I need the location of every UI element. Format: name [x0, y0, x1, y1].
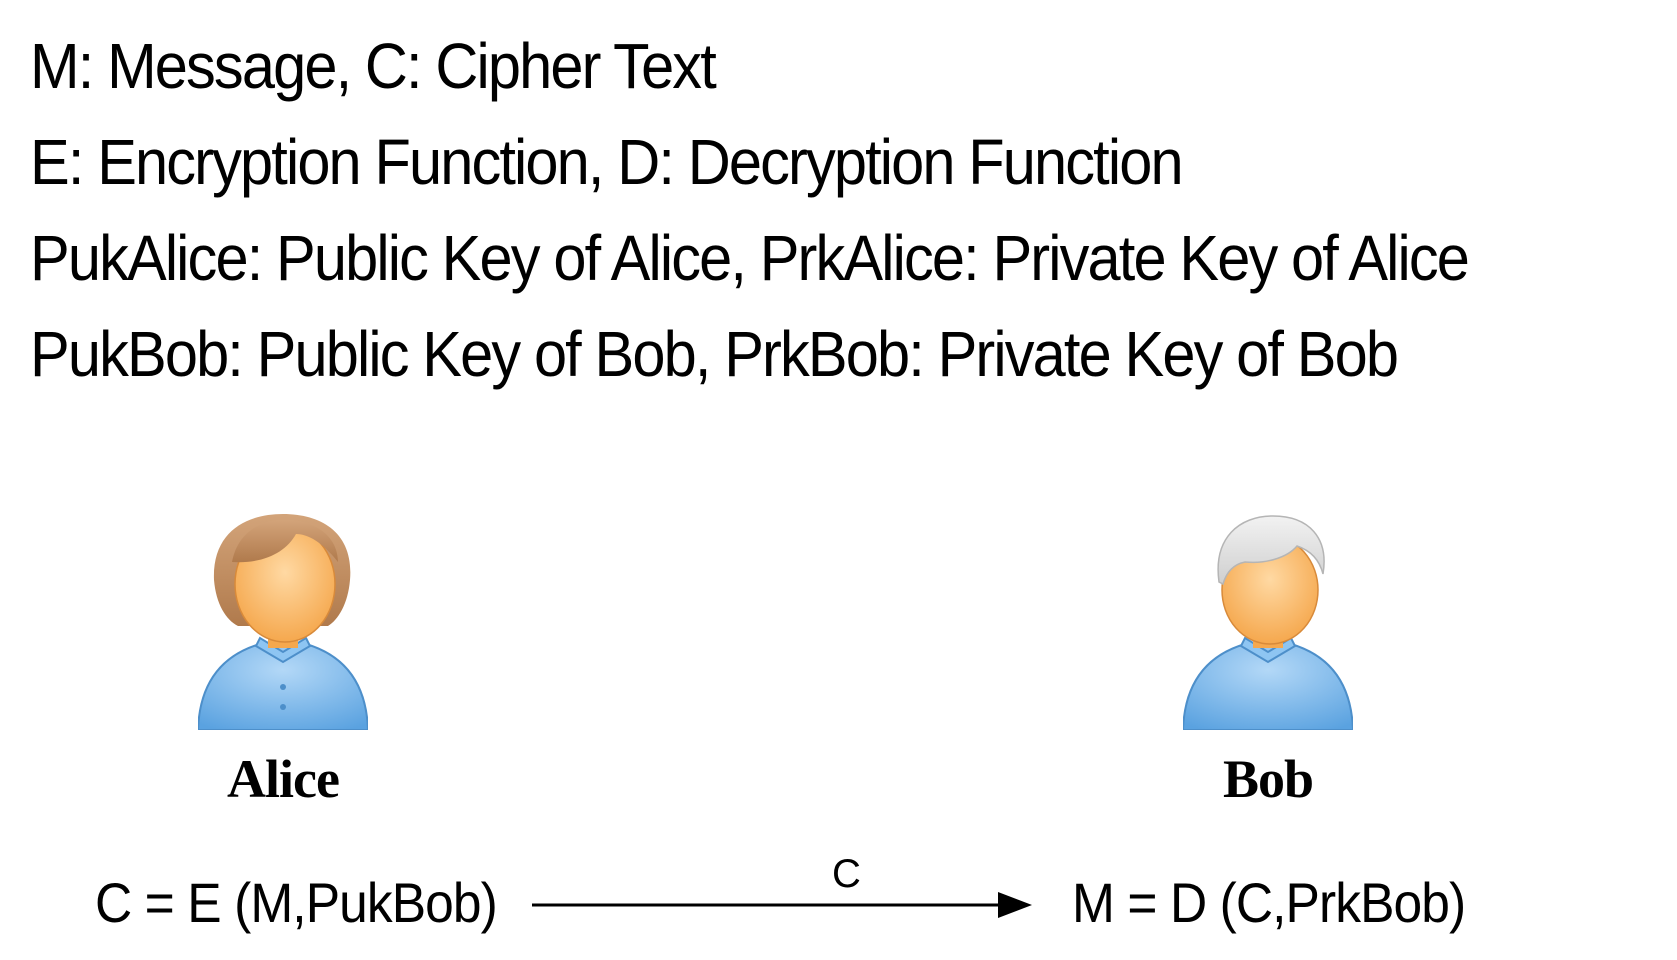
- transfer-label: C: [832, 852, 861, 896]
- legend-line-alice-keys: PukAlice: Public Key of Alice, PrkAlice:…: [30, 222, 1470, 294]
- legend-line-message-cipher: M: Message, C: Cipher Text: [30, 30, 717, 102]
- alice-name: Alice: [227, 749, 340, 809]
- encryption-formula: C = E (M,PukBob): [95, 871, 498, 934]
- bob-name: Bob: [1222, 749, 1314, 809]
- alice-avatar-icon: [198, 514, 368, 730]
- bob-avatar-icon: [1183, 515, 1353, 730]
- legend-line-functions: E: Encryption Function, D: Decryption Fu…: [30, 126, 1184, 198]
- legend: M: Message, C: Cipher Text E: Encryption…: [30, 18, 1576, 402]
- legend-line-bob-keys: PukBob: Public Key of Bob, PrkBob: Priva…: [30, 318, 1399, 390]
- transfer-arrow-icon: [532, 892, 1032, 918]
- decryption-formula: M = D (C,PrkBob): [1072, 871, 1466, 934]
